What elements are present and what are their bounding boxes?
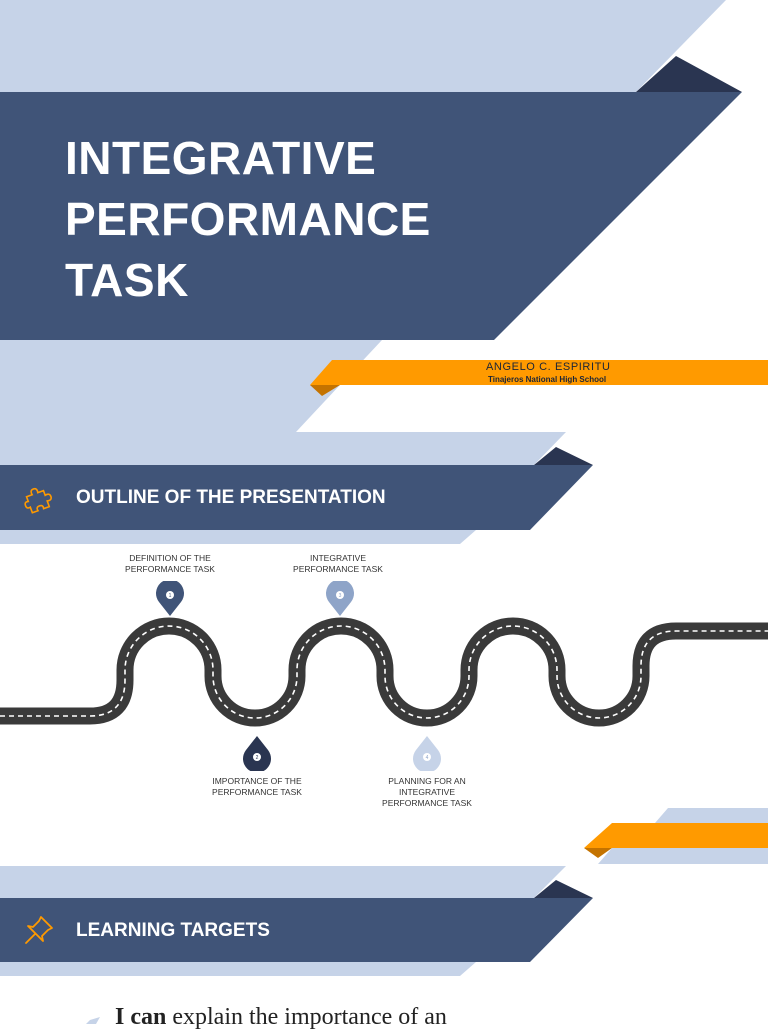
outline-light-band-bottom [0,530,476,544]
stop-2-label: IMPORTANCE OF THE PERFORMANCE TASK [212,776,302,797]
road-center-dashes [0,625,768,719]
stop-1-label: DEFINITION OF THE PERFORMANCE TASK [125,553,215,574]
stop-2-marker: 2 [243,736,271,771]
winding-road [0,617,768,727]
puzzle-icon [24,487,52,514]
author-ribbon [310,360,768,385]
outline-heading-banner [0,465,593,530]
side-ribbon-light-top [655,808,768,823]
side-ribbon-fold [584,848,612,858]
title-line-2: PERFORMANCE [65,193,431,245]
title-line-3: TASK [65,254,189,306]
target-item-1-lead: I can [115,1004,167,1030]
svg-text:1: 1 [169,593,172,599]
stop-1-marker: 1 [156,581,184,616]
targets-light-band-bottom [0,962,476,976]
targets-heading-banner [0,898,593,962]
targets-heading: LEARNING TARGETS [76,920,270,941]
side-ribbon-light-bottom [598,848,768,864]
targets-light-band-top [0,866,566,898]
author-school: Tinajeros National High School [488,375,607,384]
svg-text:2: 2 [256,755,259,761]
cover-light-band-bottom [0,340,382,432]
pushpin-icon [25,916,53,944]
target-item-1-text: explain the importance of an [166,1004,447,1030]
svg-text:4: 4 [426,755,429,761]
side-ribbon-orange [584,823,768,848]
cover-light-band-top [0,0,726,92]
author-ribbon-fold [310,385,340,396]
title-line-1: INTEGRATIVE [65,132,377,184]
author-name: ANGELO C. ESPIRITU [486,361,611,373]
outline-heading: OUTLINE OF THE PRESENTATION [76,487,386,508]
target-item-1: I can explain the importance of an [115,1004,447,1031]
cover-fold-triangle [636,56,742,92]
svg-text:3: 3 [339,593,342,599]
outline-light-band-top [0,432,566,465]
cover-title-banner [0,92,742,340]
targets-fold-triangle [534,880,593,898]
stop-4-marker: 4 [413,736,441,771]
target-bullet-marker [86,1017,100,1024]
stop-3-marker: 3 [326,581,354,616]
stop-4-label: PLANNING FOR AN INTEGRATIVE PERFORMANCE … [382,776,472,808]
stop-3-label: INTEGRATIVE PERFORMANCE TASK [293,553,383,574]
outline-fold-triangle [534,447,593,465]
